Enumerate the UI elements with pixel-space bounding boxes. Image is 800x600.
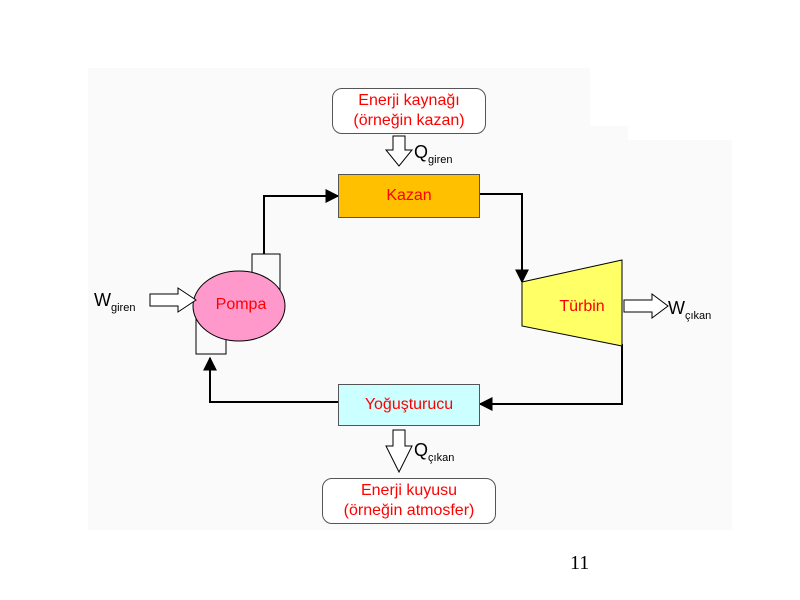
turbine-shape <box>521 259 623 347</box>
energy-source-line1: Enerji kaynağı <box>358 92 460 109</box>
work-out-letter: W <box>668 298 685 318</box>
pump-outlet-pipe <box>251 253 281 306</box>
pump-inlet-pipe <box>195 312 227 355</box>
flow-arrow-pump-to-boiler <box>263 189 340 254</box>
energy-sink-line2: (örneğin atmosfer) <box>343 502 475 519</box>
condenser-box: Yoğuşturucu <box>338 384 480 426</box>
heat-out-letter: Q <box>414 440 429 460</box>
flow-arrow-turbine-to-condenser <box>478 344 623 411</box>
condenser-label: Yoğuşturucu <box>364 396 454 413</box>
heat-in-letter: Q <box>414 142 429 162</box>
heat-out-symbol: Qçıkan <box>414 440 454 468</box>
turbine-label: Türbin <box>559 298 605 315</box>
flow-arrow-boiler-to-turbine <box>480 193 529 284</box>
work-in-arrow <box>149 287 197 313</box>
energy-sink-line1: Enerji kuyusu <box>360 482 458 499</box>
heat-in-subscript: giren <box>428 154 453 166</box>
pump-shape <box>192 270 286 342</box>
heat-out-arrow <box>385 429 413 474</box>
panel-notch <box>628 126 732 140</box>
panel-notch <box>590 68 732 126</box>
boiler-label: Kazan <box>386 187 432 204</box>
boiler-box: Kazan <box>338 174 480 218</box>
heat-out-subscript: çıkan <box>428 452 455 464</box>
work-in-letter: W <box>94 290 111 310</box>
work-in-symbol: Wgiren <box>94 290 135 318</box>
page-number: 11 <box>570 552 590 574</box>
energy-source-box: Enerji kaynağı (örneğin kazan) <box>332 88 486 134</box>
work-out-subscript: çıkan <box>685 310 712 322</box>
flow-arrow-condenser-to-pump <box>203 356 338 403</box>
heat-in-arrow <box>384 135 414 167</box>
heat-in-symbol: Qgiren <box>414 142 452 170</box>
energy-sink-box: Enerji kuyusu (örneğin atmosfer) <box>322 478 496 524</box>
pump-label: Pompa <box>215 296 267 313</box>
work-out-arrow <box>623 293 669 319</box>
work-out-symbol: Wçıkan <box>668 298 711 326</box>
work-in-subscript: giren <box>111 302 136 314</box>
energy-source-line2: (örneğin kazan) <box>353 112 465 129</box>
